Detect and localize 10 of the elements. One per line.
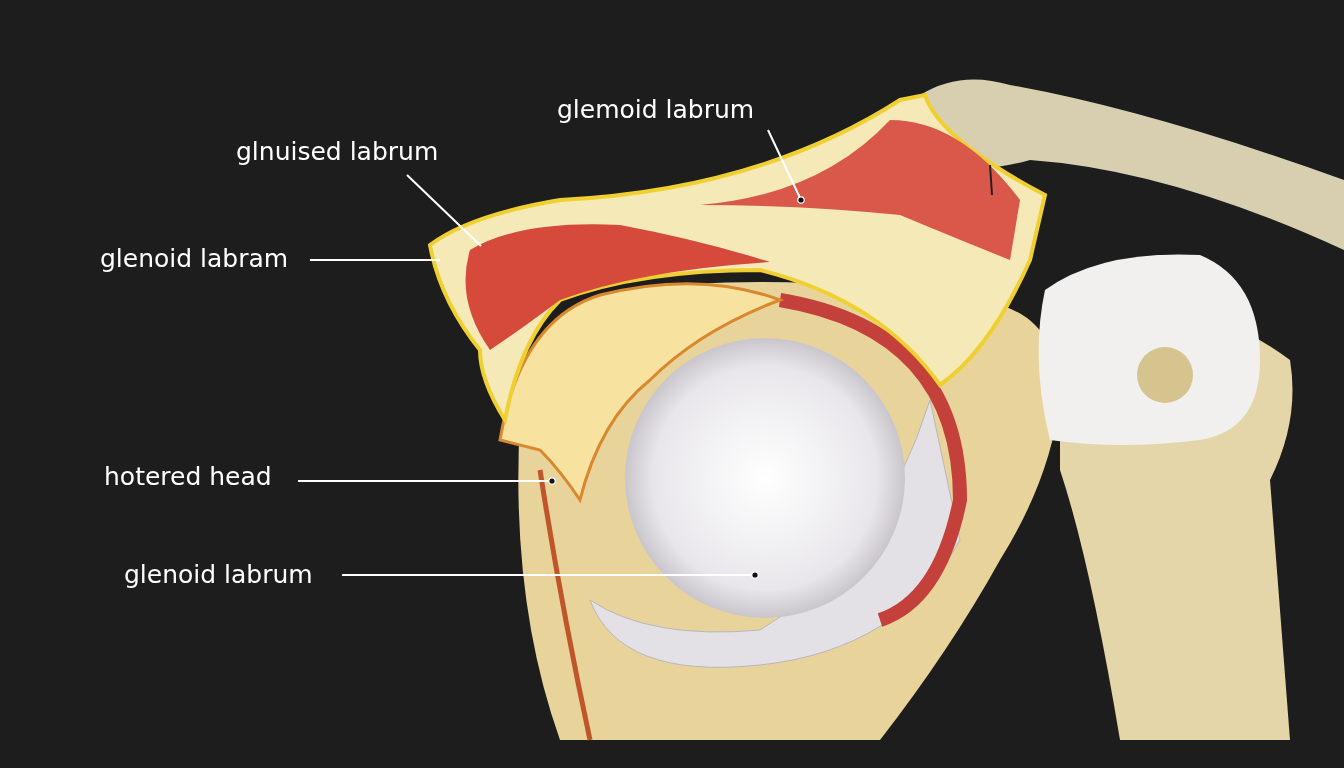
label-text: glenoid labrum [124, 560, 313, 590]
leader-line [309, 259, 441, 261]
leader-line [406, 174, 482, 247]
label-text: glenoid labram [100, 244, 289, 274]
label-text: glnuised labrum [236, 137, 439, 167]
label-text: hotered head [104, 462, 272, 492]
leader-line [297, 477, 556, 485]
label-text: glemoid labrum [557, 95, 755, 125]
leader-line [767, 129, 805, 204]
leader-line [341, 571, 759, 579]
